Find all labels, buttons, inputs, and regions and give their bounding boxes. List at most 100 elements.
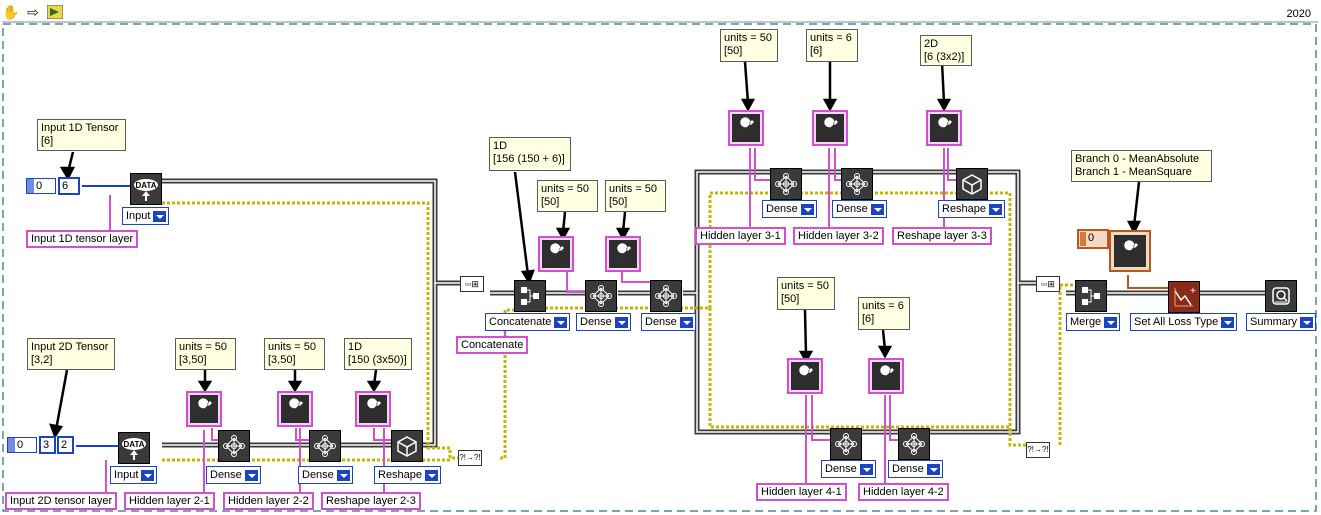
- chevron-down-icon: [554, 317, 568, 328]
- layer-name-hidden-4-2[interactable]: Hidden layer 4-2: [858, 483, 949, 501]
- dense-layer-icon[interactable]: [841, 168, 873, 200]
- merge-ring[interactable]: Merge: [1066, 313, 1121, 331]
- reshape-3-3-ring[interactable]: Reshape: [938, 200, 1006, 218]
- layer-name-concatenate[interactable]: Concatenate: [456, 336, 529, 354]
- config-wrench-icon[interactable]: [538, 236, 574, 272]
- chevron-down-icon: [336, 470, 350, 481]
- loss-type-icon[interactable]: +: [1168, 281, 1200, 313]
- dense-2-2-ring[interactable]: Dense: [298, 466, 353, 484]
- concatenate-layer-icon[interactable]: [514, 280, 546, 312]
- svg-text:+: +: [1190, 286, 1196, 297]
- config-wrench-icon[interactable]: [728, 110, 764, 146]
- chevron-down-icon: [1104, 317, 1118, 328]
- array-index-2d[interactable]: 0: [7, 437, 37, 453]
- data-input-icon: DATA: [122, 438, 146, 460]
- dense-3-1-ring[interactable]: Dense: [762, 200, 817, 218]
- layer-name-hidden-2-1[interactable]: Hidden layer 2-1: [124, 492, 215, 510]
- step-arrow-icon[interactable]: ⇨: [27, 3, 39, 20]
- note-units-6: units = 6 [6]: [858, 297, 910, 330]
- numeric-wires: [76, 185, 130, 447]
- config-wrench-icon[interactable]: [186, 391, 222, 427]
- note-units-50: units = 50 [3,50]: [175, 338, 236, 370]
- note-2d-6: 2D [6 (3x2)]: [920, 35, 972, 66]
- layer-name-input-1d[interactable]: Input 1D tensor layer: [26, 230, 139, 248]
- input-1d-ring[interactable]: Input: [122, 207, 170, 225]
- merge-errors-node[interactable]: ?!→?!: [1026, 442, 1050, 458]
- dense-2-1-ring[interactable]: Dense: [206, 466, 261, 484]
- config-wrench-icon[interactable]: [868, 358, 904, 394]
- chevron-down-icon: [679, 317, 693, 328]
- chevron-down-icon: [425, 470, 439, 481]
- dense-4-2-ring[interactable]: Dense: [888, 460, 943, 478]
- svg-text:DATA: DATA: [135, 181, 156, 190]
- config-wrench-icon[interactable]: [787, 358, 823, 394]
- dense-layer-icon[interactable]: [309, 430, 341, 462]
- layer-name-reshape-3-3[interactable]: Reshape layer 3-3: [892, 227, 992, 245]
- dense-4-1-ring[interactable]: Dense: [821, 460, 876, 478]
- dense-layer-icon[interactable]: [218, 430, 250, 462]
- layer-name-input-2d[interactable]: Input 2D tensor layer: [5, 492, 118, 510]
- data-input-icon: DATA: [134, 179, 158, 201]
- chevron-down-icon: [859, 464, 873, 475]
- loss-wire: [1127, 275, 1170, 289]
- reshape-layer-icon[interactable]: [391, 430, 423, 462]
- chevron-down-icon: [244, 470, 258, 481]
- layer-name-reshape-2-3[interactable]: Reshape layer 2-3: [321, 492, 421, 510]
- note-1d-156: 1D [156 (150 + 6)]: [489, 137, 571, 171]
- chevron-down-icon: [1300, 317, 1314, 328]
- config-wrench-icon[interactable]: [812, 110, 848, 146]
- layer-name-hidden-2-2[interactable]: Hidden layer 2-2: [223, 492, 314, 510]
- toolbar: ✋ ⇨: [2, 2, 64, 22]
- dense-layer-icon[interactable]: [898, 428, 930, 460]
- reshape-layer-icon[interactable]: [956, 168, 988, 200]
- merge-layer-icon[interactable]: [1075, 280, 1107, 312]
- chevron-down-icon: [614, 317, 628, 328]
- input-2d-ring[interactable]: Input: [110, 466, 158, 484]
- layer-name-hidden-3-2[interactable]: Hidden layer 3-2: [793, 227, 884, 245]
- run-icon[interactable]: [46, 3, 64, 21]
- config-wrench-icon[interactable]: [605, 236, 641, 272]
- loss-index-control[interactable]: 0: [1077, 229, 1109, 249]
- input-layer-2d-vi[interactable]: DATA: [118, 432, 150, 464]
- chevron-down-icon: [800, 204, 814, 215]
- config-wrench-icon[interactable]: [277, 391, 313, 427]
- note-units-6: units = 6 [6]: [806, 29, 858, 62]
- note-branch-loss: Branch 0 - MeanAbsolute Branch 1 - MeanS…: [1071, 150, 1212, 182]
- dense-layer-icon[interactable]: [650, 280, 682, 312]
- diagram-frame: [2, 23, 1317, 512]
- layer-name-hidden-3-1[interactable]: Hidden layer 3-1: [695, 227, 786, 245]
- chevron-down-icon: [870, 204, 884, 215]
- layer-name-hidden-4-1[interactable]: Hidden layer 4-1: [756, 483, 847, 501]
- note-units-50: units = 50 [3,50]: [264, 338, 325, 370]
- input-layer-1d-vi[interactable]: DATA: [130, 173, 162, 205]
- build-array-node[interactable]: ▫▫⊞: [460, 276, 484, 292]
- build-array-node[interactable]: ▫▫⊞: [1036, 276, 1060, 292]
- note-units-50: units = 50 [50]: [537, 180, 598, 212]
- summary-icon[interactable]: [1265, 280, 1297, 312]
- shape-2d-dim0[interactable]: 3: [39, 436, 56, 454]
- chevron-down-icon: [1221, 317, 1235, 328]
- config-wrench-icon[interactable]: [355, 391, 391, 427]
- shape-1d-control[interactable]: 6: [58, 177, 80, 195]
- dense-layer-icon[interactable]: [770, 168, 802, 200]
- concatenate-ring[interactable]: Concatenate: [485, 313, 571, 331]
- dense-layer-icon[interactable]: [830, 428, 862, 460]
- set-loss-type-ring[interactable]: Set All Loss Type: [1130, 313, 1238, 331]
- dense-a-ring[interactable]: Dense: [576, 313, 631, 331]
- reshape-2-3-ring[interactable]: Reshape: [374, 466, 442, 484]
- shape-2d-dim1[interactable]: 2: [57, 436, 74, 454]
- loss-config-wrench-icon[interactable]: [1109, 230, 1151, 272]
- note-units-50: units = 50 [50]: [605, 180, 666, 212]
- svg-text:DATA: DATA: [123, 440, 144, 449]
- dense-b-ring[interactable]: Dense: [641, 313, 696, 331]
- chevron-down-icon: [926, 464, 940, 475]
- dense-3-2-ring[interactable]: Dense: [832, 200, 887, 218]
- hand-icon[interactable]: ✋: [2, 3, 20, 20]
- dense-layer-icon[interactable]: [585, 280, 617, 312]
- array-index-1d[interactable]: 0: [26, 178, 56, 194]
- note-input-2d: Input 2D Tensor [3,2]: [27, 338, 115, 370]
- merge-errors-node[interactable]: ?!→?!: [458, 450, 482, 466]
- config-wrench-icon[interactable]: [926, 110, 962, 146]
- note-units-50: units = 50 [50]: [720, 29, 778, 62]
- summary-ring[interactable]: Summary: [1246, 313, 1317, 331]
